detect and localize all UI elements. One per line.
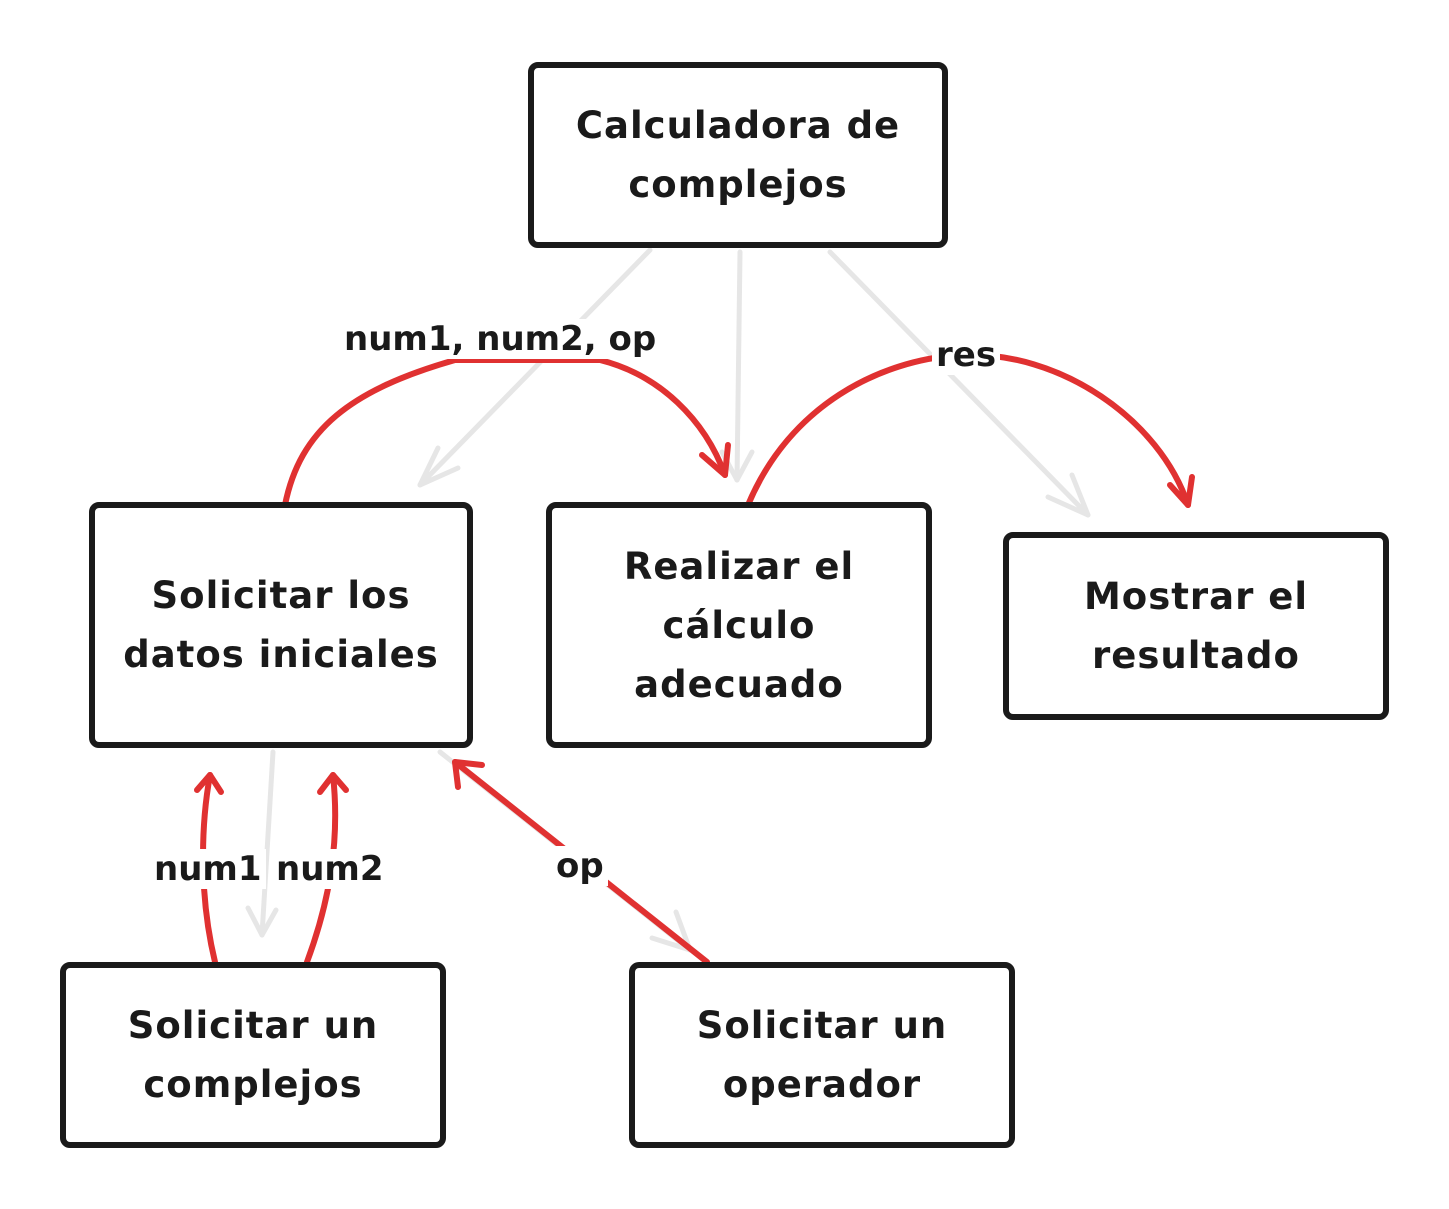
node-solicitar-operador: Solicitar un operador bbox=[629, 962, 1015, 1148]
flow-label-calculo-to-mostrar: res bbox=[932, 335, 1001, 375]
call-arrow-head-root-to-datos bbox=[417, 445, 461, 488]
call-arrow-root-to-mostrar bbox=[827, 249, 1091, 518]
node-label: Realizar el cálculo adecuado bbox=[623, 544, 855, 706]
node-label: Solicitar un operador bbox=[696, 1004, 948, 1106]
flow-label-datos-to-calculo: num1, num2, op bbox=[340, 319, 661, 359]
flow-label-op: op bbox=[552, 846, 608, 886]
node-mostrar-resultado: Mostrar el resultado bbox=[1003, 532, 1389, 720]
node-calculadora-de-complejos: Calculadora de complejos bbox=[528, 62, 948, 248]
call-arrow-head-root-to-mostrar bbox=[1045, 472, 1091, 518]
node-label: Solicitar los datos iniciales bbox=[123, 574, 439, 676]
flow-arrow-datos-to-calculo bbox=[282, 357, 728, 508]
node-solicitar-datos-iniciales: Solicitar los datos iniciales bbox=[89, 502, 473, 748]
node-label: Calculadora de complejos bbox=[575, 104, 901, 206]
call-arrow-root-to-calculo bbox=[734, 249, 743, 483]
call-arrow-head-datos-to-complejo bbox=[245, 905, 279, 938]
flow-arrow-head-datos-to-calculo bbox=[699, 442, 731, 478]
call-arrow-root-to-datos bbox=[417, 247, 653, 488]
node-solicitar-complejo: Solicitar un complejos bbox=[60, 962, 446, 1148]
node-label: Mostrar el resultado bbox=[1083, 575, 1309, 677]
flow-arrow-head-num1 bbox=[194, 772, 224, 795]
flow-arrow-head-calculo-to-mostrar bbox=[1167, 474, 1195, 508]
node-realizar-calculo: Realizar el cálculo adecuado bbox=[546, 502, 932, 748]
flow-label-num1: num1 bbox=[150, 849, 266, 889]
flow-label-num2: num2 bbox=[272, 849, 388, 889]
flow-arrow-calculo-to-mostrar bbox=[745, 351, 1191, 508]
flow-arrow-head-num2 bbox=[317, 772, 349, 795]
flow-arrow-head-op bbox=[452, 759, 485, 790]
node-label: Solicitar un complejos bbox=[127, 1004, 379, 1106]
call-arrow-datos-to-complejo bbox=[259, 749, 276, 938]
